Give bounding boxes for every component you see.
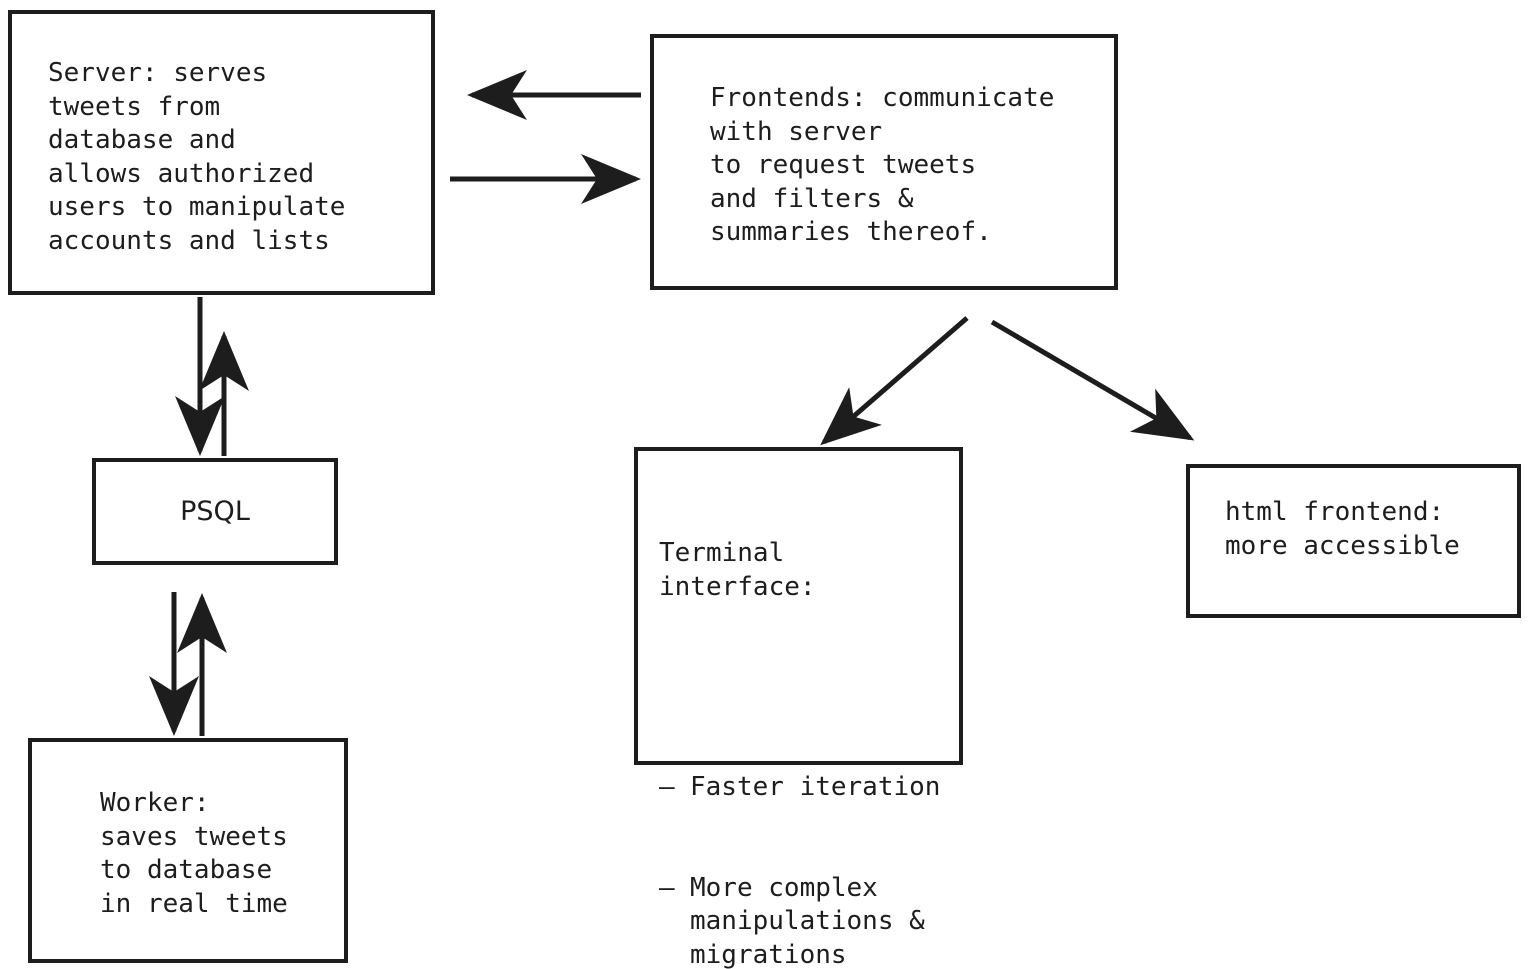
node-frontends-label: Frontends: communicate with server to re… [710, 83, 1055, 247]
terminal-bullet-text: Faster iteration [690, 772, 941, 802]
terminal-bullet-item: – More complex manipulations & migration… [659, 872, 940, 969]
node-psql[interactable] [92, 458, 338, 565]
arrow-frontends-to-terminal [820, 316, 969, 446]
terminal-heading: Terminal interface: [659, 538, 816, 602]
terminal-bullet-list: – Faster iteration – More complex manipu… [659, 704, 940, 969]
node-server[interactable] [8, 10, 435, 295]
node-server-label: Server: serves tweets from database and … [48, 58, 346, 256]
node-psql-label: PSQL [180, 496, 250, 527]
node-frontends[interactable] [650, 34, 1118, 290]
node-html-frontend[interactable] [1186, 464, 1521, 618]
node-terminal-interface[interactable] [634, 447, 963, 765]
node-worker[interactable] [28, 738, 348, 963]
node-html-frontend-label: html frontend: more accessible [1225, 497, 1460, 561]
arrow-frontends-to-html-frontend [990, 319, 1195, 441]
node-terminal-interface-content: Terminal interface: – Faster iteration –… [659, 470, 940, 969]
bullet-dash-icon: – [659, 772, 675, 802]
node-worker-label: Worker: saves tweets to database in real… [100, 788, 288, 919]
terminal-bullet-item: – Faster iteration [659, 771, 940, 805]
bullet-dash-icon: – [659, 872, 675, 903]
terminal-bullet-text: More complex manipulations & migrations [690, 872, 925, 969]
